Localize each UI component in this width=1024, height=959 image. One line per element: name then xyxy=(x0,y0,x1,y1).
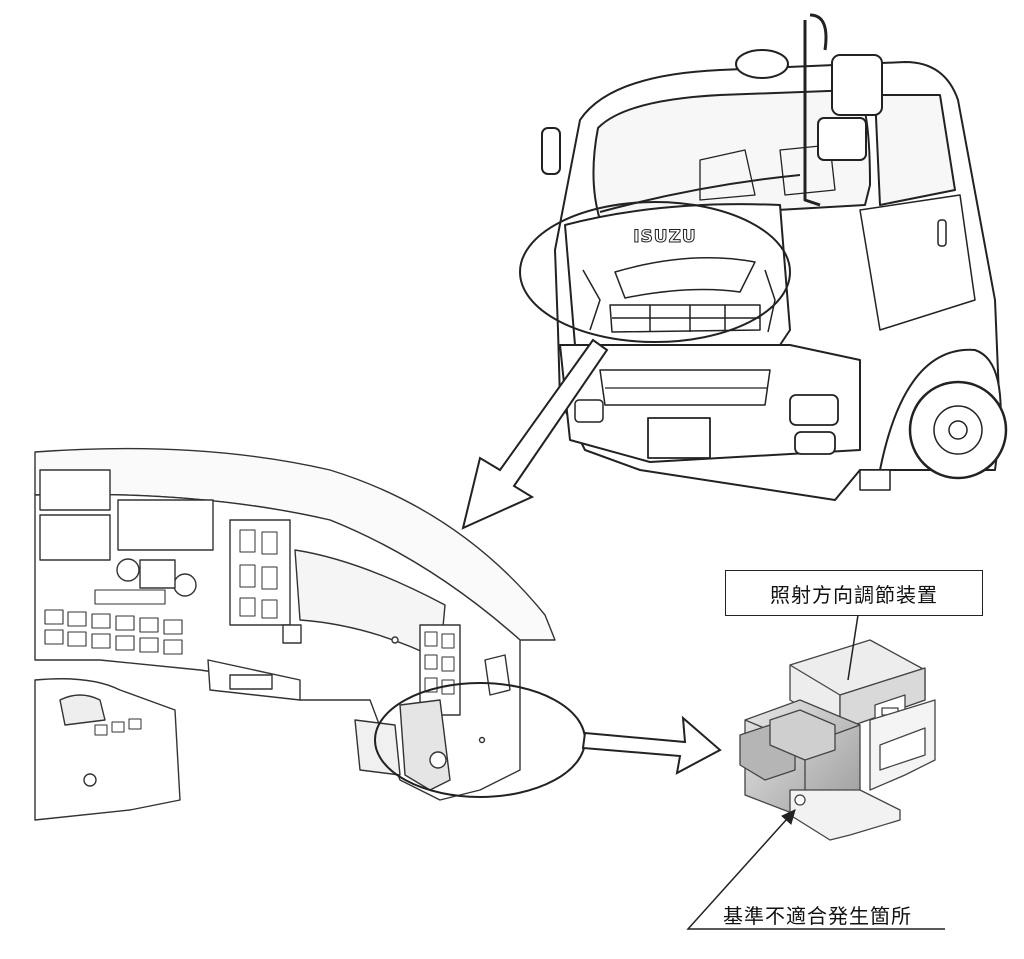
dashboard-illustration xyxy=(34,447,556,821)
device-label: 照射方向調節装置 xyxy=(725,570,983,616)
defect-label-leader xyxy=(686,809,945,930)
truck-illustration xyxy=(541,13,1008,501)
arrow-dashboard-to-device xyxy=(581,715,722,775)
arrow-truck-to-dashboard xyxy=(461,338,609,530)
defect-leader-arrowhead xyxy=(781,809,796,825)
truck-brand-badge: ISUZU xyxy=(633,227,697,247)
device-label-text: 照射方向調節装置 xyxy=(770,582,938,607)
device-label-leader xyxy=(847,614,859,681)
defect-location-label-text: 基準不適合発生箇所 xyxy=(723,904,912,928)
leveling-device-illustration xyxy=(739,639,936,841)
truck-callout-ellipse xyxy=(519,201,791,343)
defect-location-label: 基準不適合発生箇所 xyxy=(723,900,912,929)
